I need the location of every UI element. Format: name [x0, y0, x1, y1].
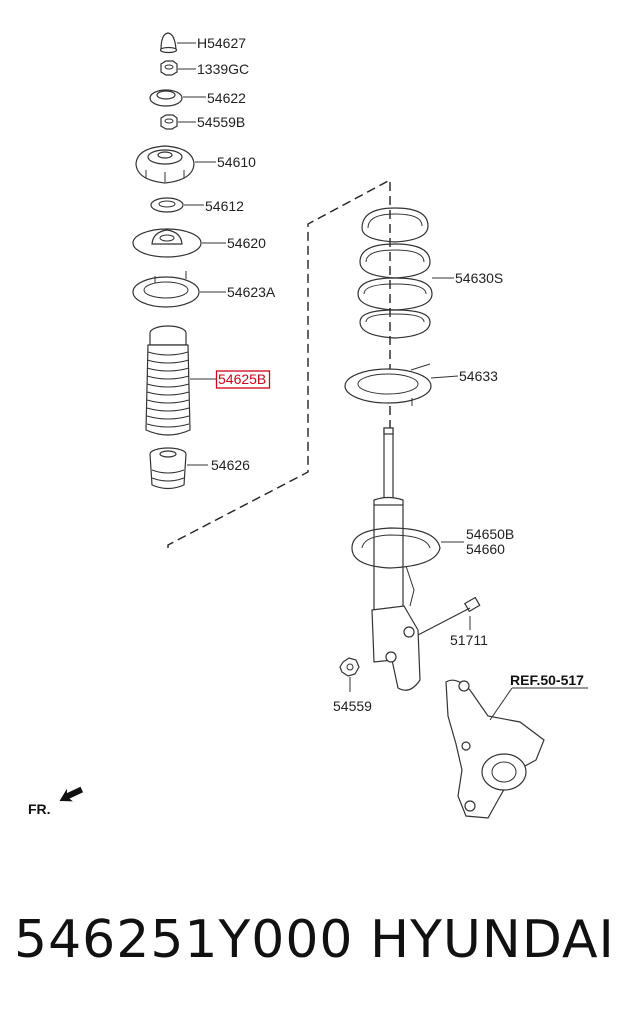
steering-knuckle-ref	[445, 679, 588, 819]
label-h54627: H54627	[197, 35, 246, 51]
label-54620: 54620	[227, 235, 266, 251]
label-54625b[interactable]: 54625B	[218, 371, 266, 387]
nut-1339gc	[160, 60, 196, 76]
bump-stopper-54626	[149, 447, 208, 490]
label-54633: 54633	[459, 368, 498, 384]
label-54660: 54660	[466, 541, 505, 557]
label-51711: 51711	[450, 632, 488, 648]
label-54650b: 54650B	[466, 526, 514, 542]
label-54622: 54622	[207, 90, 246, 106]
bump-cap-h54627	[159, 32, 196, 54]
suspension-parts-diagram: H54627 1339GC 54622 54559B 54610 54612 5…	[28, 32, 588, 819]
coil-spring-54630s	[357, 207, 454, 339]
nut-54559	[339, 657, 360, 692]
label-54610: 54610	[217, 154, 256, 170]
label-54559: 54559	[333, 698, 372, 714]
label-54623a: 54623A	[227, 284, 276, 300]
label-54626: 54626	[211, 457, 250, 473]
spacer-54623a	[132, 271, 226, 308]
label-ref-50-517: REF.50-517	[510, 672, 584, 688]
spring-pad-54633	[344, 363, 459, 406]
label-front: FR.	[28, 801, 51, 817]
dust-cover-54625b	[145, 325, 216, 436]
caption-bar: 546251Y000 HYUNDAI	[0, 895, 628, 985]
label-54559b: 54559B	[197, 114, 245, 130]
part-number: 546251Y000	[14, 910, 354, 970]
strut-assembly-54650b	[351, 427, 464, 691]
brand-name: HYUNDAI	[370, 910, 615, 970]
label-54612: 54612	[205, 198, 244, 214]
insulator-54610	[135, 145, 216, 184]
label-1339gc: 1339GC	[197, 61, 249, 77]
front-direction-arrow-icon	[59, 786, 84, 802]
nut-54559b	[160, 114, 196, 130]
spring-upper-seat-54620	[132, 228, 226, 258]
washer-54622	[149, 89, 206, 107]
bolt-51711	[417, 596, 481, 636]
bearing-54612	[150, 197, 204, 213]
assembly-dashed-outline	[167, 178, 391, 548]
part-54625b-highlight-box	[215, 370, 271, 389]
label-54630s: 54630S	[455, 270, 503, 286]
